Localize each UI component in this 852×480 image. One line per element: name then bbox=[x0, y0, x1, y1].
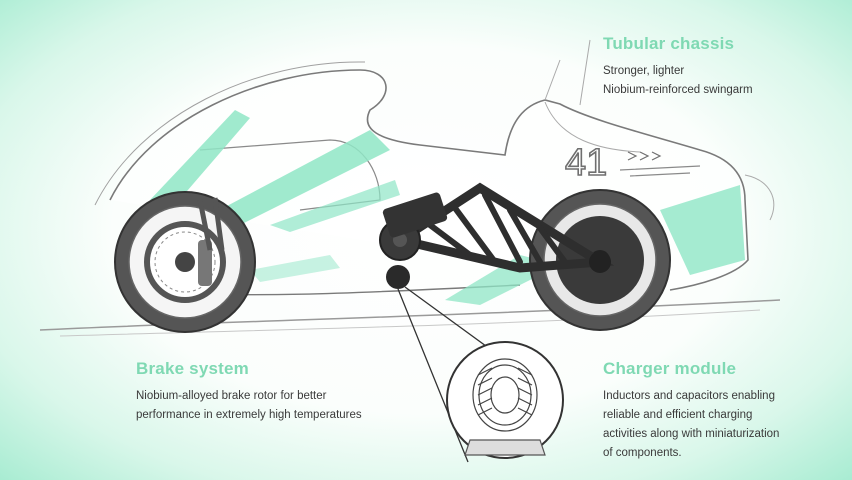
race-number: 41 bbox=[565, 142, 607, 184]
callout-line: reliable and efficient charging bbox=[603, 409, 753, 421]
callout-line: performance in extremely high temperatur… bbox=[136, 409, 362, 421]
charger-module-zoom bbox=[446, 341, 564, 459]
callout-line: Niobium-reinforced swingarm bbox=[603, 84, 753, 96]
callout-tubular-chassis: Tubular chassis Stronger, lighter Niobiu… bbox=[603, 34, 843, 100]
callout-line: Inductors and capacitors enabling bbox=[603, 390, 775, 402]
callout-line: Stronger, lighter bbox=[603, 65, 685, 77]
callout-title: Brake system bbox=[136, 359, 249, 378]
callout-line: activities along with miniaturization bbox=[603, 428, 780, 440]
charger-location-dot bbox=[386, 265, 410, 289]
callout-charger-module: Charger module Inductors and capacitors … bbox=[603, 359, 833, 463]
callout-title: Charger module bbox=[603, 359, 737, 378]
front-wheel bbox=[114, 191, 256, 333]
mint-stripe-front bbox=[150, 110, 250, 205]
callout-title: Tubular chassis bbox=[603, 34, 735, 53]
callout-brake-system: Brake system Niobium-alloyed brake rotor… bbox=[136, 359, 406, 425]
callout-line: Niobium-alloyed brake rotor for better bbox=[136, 390, 327, 402]
callout-line: of components. bbox=[603, 447, 682, 459]
